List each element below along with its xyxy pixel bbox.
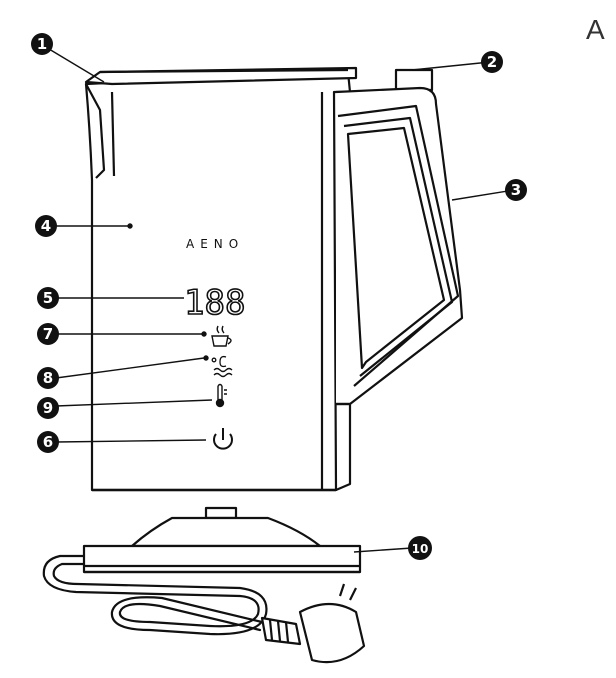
callout-6: 6: [37, 431, 59, 453]
celsius-icon: [211, 355, 233, 378]
brand-logo: AENO: [186, 237, 244, 251]
callout-4: 4: [35, 215, 57, 237]
temperature-display: 188: [184, 283, 245, 323]
callout-10: 10: [408, 536, 432, 560]
svg-text:10: 10: [412, 542, 429, 556]
thermometer-icon: [215, 383, 227, 408]
svg-text:5: 5: [43, 289, 53, 307]
lid-latch: [394, 68, 434, 92]
svg-text:9: 9: [43, 399, 53, 417]
callout-2: 2: [481, 51, 503, 73]
callout-7: 7: [37, 323, 59, 345]
svg-text:8: 8: [43, 369, 53, 387]
figure-letter: A: [586, 14, 605, 45]
svg-text:2: 2: [487, 53, 497, 71]
svg-text:6: 6: [43, 433, 53, 451]
svg-text:3: 3: [511, 181, 521, 199]
power-cord: [42, 554, 268, 636]
callout-3: 3: [505, 179, 527, 201]
power-plug: [260, 583, 366, 664]
svg-text:1: 1: [37, 35, 47, 53]
callout-badges: 1 2 3 4 5 7 8 9 6 10: [31, 33, 527, 560]
base-station: [82, 506, 362, 574]
callout-1: 1: [31, 33, 53, 55]
callout-5: 5: [37, 287, 59, 309]
svg-text:4: 4: [41, 217, 51, 235]
power-icon: [213, 428, 233, 450]
callout-leaders: [43, 45, 515, 553]
kettle-body: [84, 66, 464, 492]
svg-text:7: 7: [43, 325, 53, 343]
callout-8: 8: [37, 367, 59, 389]
cup-icon: [211, 325, 232, 347]
callout-9: 9: [37, 397, 59, 419]
